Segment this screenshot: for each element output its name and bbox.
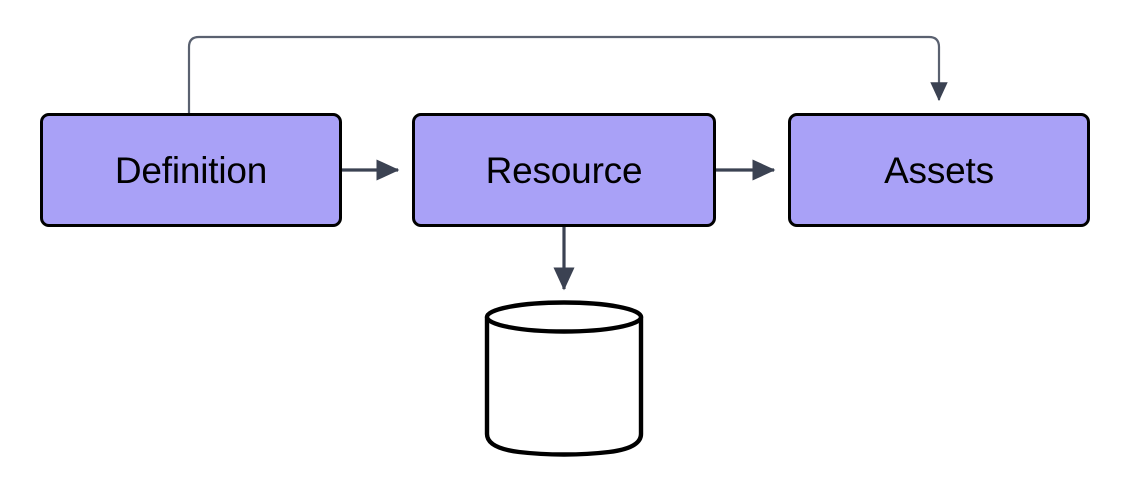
node-resource[interactable]: Resource: [412, 113, 716, 227]
database-cylinder: [484, 300, 644, 457]
edge-definition-to-assets: [187, 35, 948, 113]
node-definition[interactable]: Definition: [40, 113, 342, 227]
node-definition-label: Definition: [114, 149, 268, 191]
node-assets-label: Assets: [884, 149, 994, 191]
database-cylinder-top: [484, 300, 644, 334]
node-assets[interactable]: Assets: [788, 113, 1090, 227]
node-resource-label: Resource: [485, 149, 643, 191]
